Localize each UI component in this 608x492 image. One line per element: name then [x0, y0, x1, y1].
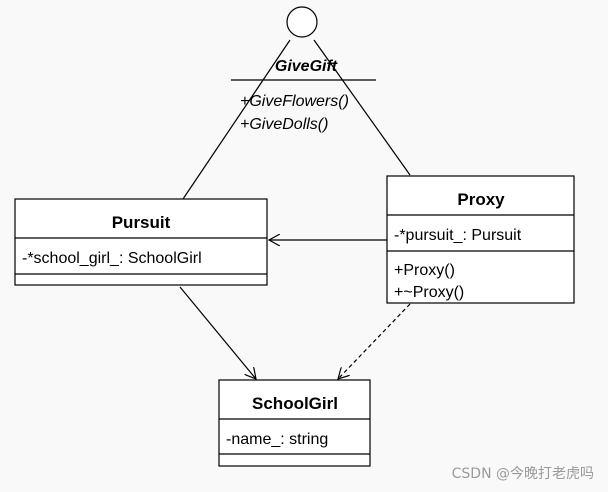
class-name: Proxy: [457, 190, 505, 209]
interface-method-giveflowers: +GiveFlowers(): [240, 93, 349, 110]
class-schoolgirl[interactable]: SchoolGirl -name_: string: [218, 379, 371, 467]
class-box: [386, 175, 575, 304]
class-name: SchoolGirl: [252, 394, 338, 413]
class-method: +Proxy(): [394, 262, 455, 279]
class-method: +~Proxy(): [394, 284, 464, 301]
interface-givegift[interactable]: GiveGift +GiveFlowers() +GiveDolls(): [231, 6, 376, 133]
watermark: CSDN @今晚打老虎吗: [451, 466, 594, 482]
class-box: [218, 379, 371, 467]
class-pursuit[interactable]: Pursuit -*school_girl_: SchoolGirl: [14, 198, 268, 286]
class-box: [14, 198, 268, 286]
class-attribute: -*pursuit_: Pursuit: [394, 227, 522, 244]
interface-method-givedolls: +GiveDolls(): [240, 116, 328, 133]
class-attribute: -name_: string: [226, 431, 328, 448]
proxy-to-schoolgirl-dependency: [338, 303, 411, 379]
class-proxy[interactable]: Proxy -*pursuit_: Pursuit +Proxy() +~Pro…: [386, 175, 575, 304]
interface-name: GiveGift: [275, 58, 338, 75]
class-attribute: -*school_girl_: SchoolGirl: [22, 250, 202, 267]
class-name: Pursuit: [112, 213, 171, 232]
proxy-realizes-givegift: [313, 39, 411, 176]
pursuit-realizes-givegift: [182, 39, 291, 200]
interface-lollipop-icon: [286, 6, 318, 38]
pursuit-to-schoolgirl-association: [179, 286, 256, 379]
